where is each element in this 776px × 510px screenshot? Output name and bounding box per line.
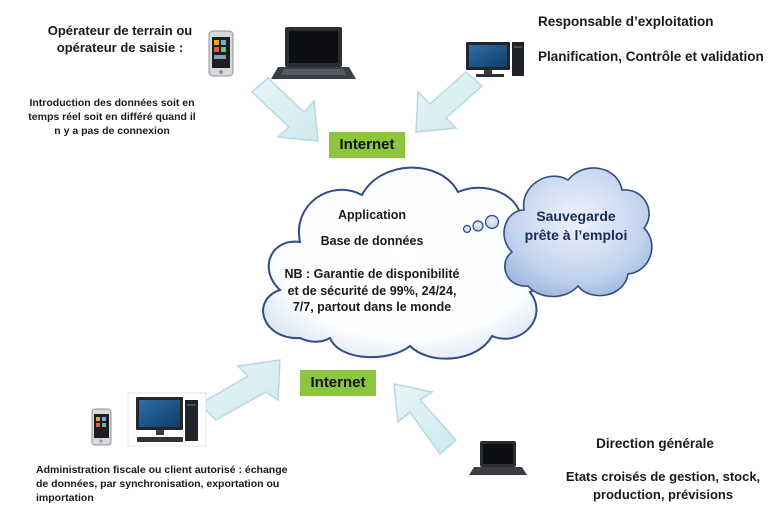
arrow-icon [198, 359, 281, 421]
smartphone-icon [91, 408, 112, 446]
internet-badge-top: Internet [329, 132, 405, 158]
backup-bubble-label: Sauvegarde prête à l’emploi [524, 208, 628, 243]
arrow-icon [250, 76, 319, 142]
desktop-computer-icon [466, 42, 524, 77]
cloud-application-label: Application [337, 208, 407, 222]
internet-badge-bottom: Internet [300, 370, 376, 396]
operations-manager-title: Responsable d’exploitation [538, 14, 714, 29]
cloud-database-label: Base de données [320, 234, 424, 248]
desktop-computer-icon [127, 392, 207, 447]
laptop-icon [271, 27, 356, 79]
laptop-icon [469, 441, 527, 475]
operator-description: Introduction des données soit en temps r… [28, 97, 196, 137]
operations-manager-subtitle: Planification, Contrôle et validation [538, 49, 764, 64]
general-management-subtitle: Etats croisés de gestion, stock, product… [565, 469, 761, 502]
tax-administration-description: Administration fiscale ou client autoris… [36, 464, 288, 504]
general-management-title: Direction générale [596, 436, 714, 451]
operator-title: Opérateur de terrain ou opérateur de sai… [47, 23, 193, 55]
cloud-sla-note: NB : Garantie de disponibilité et de séc… [284, 267, 460, 314]
arrow-icon [415, 71, 484, 133]
smartphone-icon [208, 30, 234, 77]
thought-bubble-icon [462, 167, 653, 298]
arrow-icon [393, 383, 458, 456]
